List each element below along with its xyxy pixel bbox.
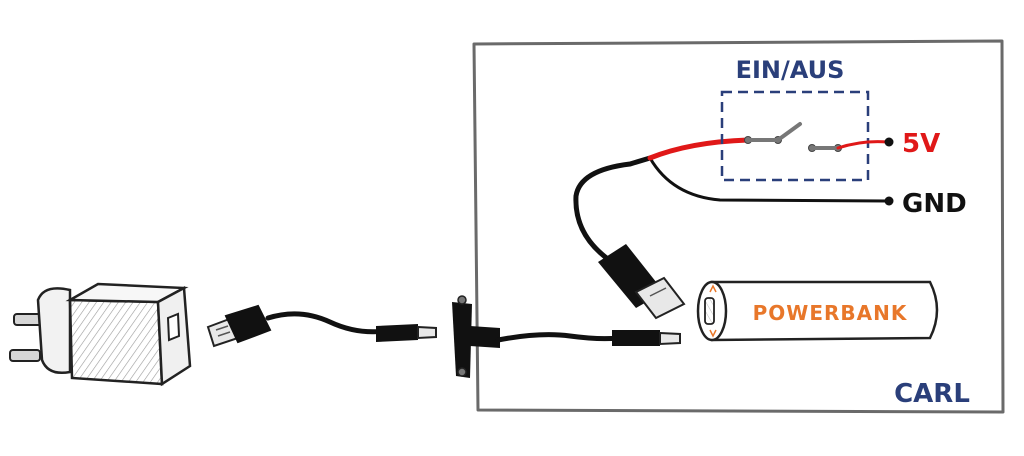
wall-charger — [9, 282, 192, 387]
power-split-cable — [573, 137, 890, 320]
carl-enclosure — [472, 39, 1005, 414]
terminal-5v — [884, 137, 894, 147]
terminal-gnd — [884, 196, 894, 206]
usb-cable-internal — [495, 330, 681, 346]
powerbank-label: POWERBANK — [753, 301, 908, 325]
box-label: CARL — [894, 379, 970, 409]
usb-cable-external — [206, 304, 437, 348]
panel-mount-connector — [452, 295, 500, 378]
powerbank: POWERBANK — [696, 280, 939, 342]
switch-label: EIN/AUS — [736, 56, 845, 84]
on-off-switch — [720, 90, 890, 182]
voltage-label: 5V — [902, 129, 940, 159]
switch-dashed-box — [720, 90, 870, 182]
ground-label: GND — [902, 189, 967, 219]
